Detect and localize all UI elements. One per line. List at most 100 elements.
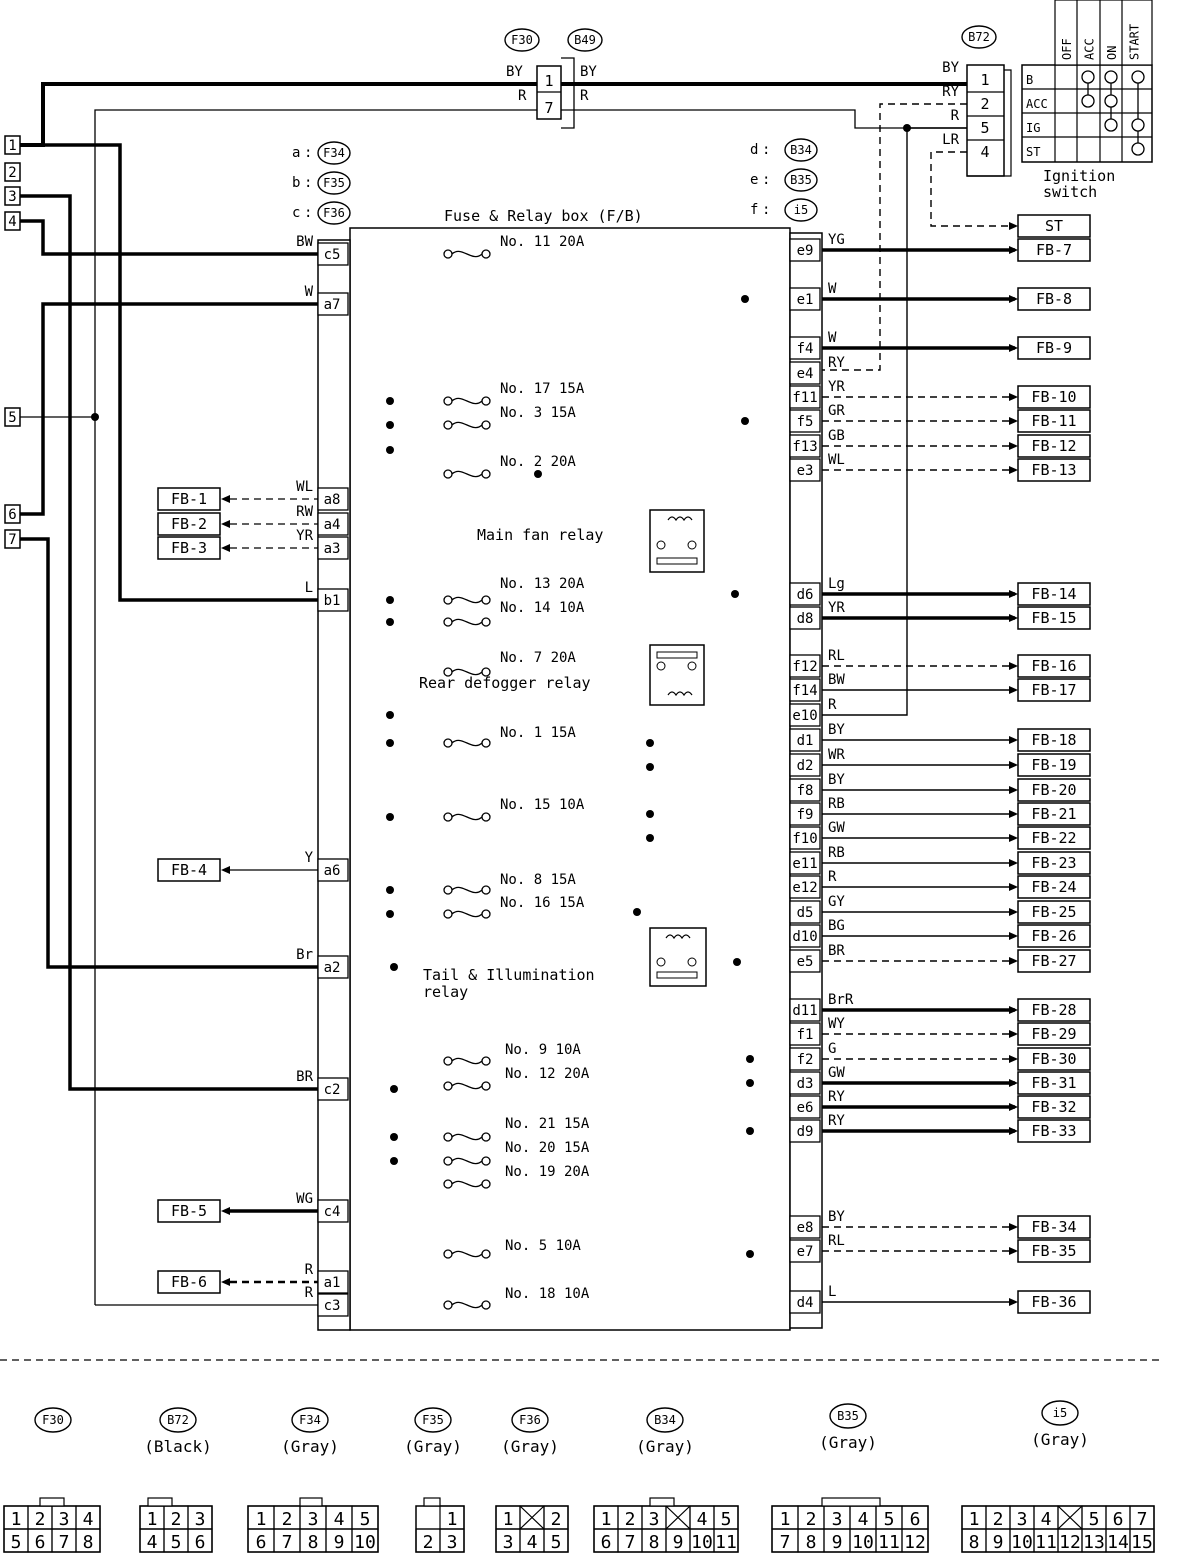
- left-output-text: FB-4: [171, 861, 207, 879]
- left-pin: a8: [324, 492, 341, 508]
- pin-number: 2: [551, 1509, 562, 1530]
- fuse-element: [451, 596, 483, 604]
- right-output-text: FB-7: [1036, 241, 1072, 259]
- pin-cell: [789, 900, 821, 924]
- fuse-label: No. 5 10A: [505, 1238, 581, 1254]
- fuse-label: No. 1 15A: [500, 725, 576, 741]
- fuse-element: [451, 421, 483, 429]
- right-output-text: FB-26: [1031, 927, 1076, 945]
- right-pin: d11: [792, 1003, 817, 1019]
- fuse-element: [451, 1133, 483, 1141]
- conn-key: d: [750, 142, 758, 158]
- left-pin: c2: [324, 1082, 341, 1098]
- right-wire: RL: [828, 648, 845, 664]
- right-output-text: FB-16: [1031, 657, 1076, 675]
- b72-bubble-text: B72: [968, 30, 990, 44]
- arrow: [221, 544, 230, 552]
- left-terminal-7-text: 7: [8, 532, 16, 548]
- pin-cell: [789, 678, 821, 702]
- left-terminal-2: [4, 162, 21, 182]
- relay-contact: [656, 957, 666, 967]
- pin-number: 4: [1041, 1509, 1052, 1530]
- pin-cell: [317, 1293, 349, 1317]
- right-pin: f2: [797, 1052, 814, 1068]
- pin-number: 8: [806, 1532, 817, 1553]
- pin-number: 11: [715, 1532, 737, 1553]
- left-output: [157, 487, 221, 511]
- fuse-terminal: [481, 909, 491, 919]
- fuse-terminal: [481, 812, 491, 822]
- left-output-text: FB-1: [171, 490, 207, 508]
- right-wire: WL: [828, 452, 845, 468]
- pin-cell: [317, 292, 349, 316]
- pin-number: 5: [721, 1509, 732, 1530]
- right-wire: Lg: [828, 576, 845, 592]
- pin-cell: [789, 582, 821, 606]
- right-output-text: FB-15: [1031, 609, 1076, 627]
- b72-connector: [966, 64, 1005, 177]
- pin-number: 14: [1107, 1532, 1129, 1553]
- junction-dot: [390, 1157, 398, 1165]
- left-terminal-4-text: 4: [8, 214, 16, 230]
- right-output-text: FB-21: [1031, 805, 1076, 823]
- fuse-terminal: [443, 1156, 453, 1166]
- pin-cell: [543, 1528, 569, 1553]
- pin-cell: [317, 512, 349, 536]
- fuse-element: [451, 1057, 483, 1065]
- pin-cell: [789, 1022, 821, 1046]
- junction-dot: [534, 470, 542, 478]
- relay-bar: [656, 971, 698, 979]
- right-wire: L: [828, 1284, 836, 1300]
- right-wire: G: [828, 1041, 836, 1057]
- junction-dot: [746, 1055, 754, 1063]
- arrow: [1009, 736, 1018, 744]
- pin-number: 1: [11, 1509, 22, 1530]
- junction-dot: [390, 1133, 398, 1141]
- left-output: [157, 1270, 221, 1294]
- right-output-text: FB-36: [1031, 1293, 1076, 1311]
- conn-bubble: [317, 141, 351, 165]
- right-pin: e8: [797, 1220, 814, 1236]
- pin-number: 13: [1083, 1532, 1105, 1553]
- left-terminal-6-text: 6: [8, 507, 16, 523]
- left-terminal-2-text: 2: [8, 165, 16, 181]
- left-output-text: FB-3: [171, 539, 207, 557]
- right-pin: f8: [797, 783, 814, 799]
- pin-number: 5: [884, 1509, 895, 1530]
- f30-bubble-text: F30: [511, 33, 533, 47]
- arrow: [1009, 883, 1018, 891]
- fuse-label: No. 8 15A: [500, 872, 576, 888]
- pin-number: 4: [858, 1509, 869, 1530]
- ign-terminal: ACC: [1026, 97, 1048, 111]
- pin-number: 6: [601, 1532, 612, 1553]
- pin-number: 1: [601, 1509, 612, 1530]
- pin-cell: [713, 1528, 739, 1553]
- pin-cell: [901, 1528, 929, 1553]
- left-wire: WL: [296, 479, 313, 495]
- arrow: [1009, 932, 1018, 940]
- arrow: [1009, 1006, 1018, 1014]
- ign-wire: LR: [942, 132, 959, 148]
- arrow: [1009, 810, 1018, 818]
- connector-notch: [147, 1497, 173, 1507]
- rear-defogger-label: Rear defogger relay: [419, 674, 591, 692]
- fuse-terminal: [481, 595, 491, 605]
- left-pin: a1: [324, 1275, 341, 1291]
- fuse-label: No. 11 20A: [500, 234, 585, 250]
- wire-r-7: [94, 109, 537, 1305]
- conn-bubble-text: F34: [323, 146, 345, 160]
- fuse-element: [451, 397, 483, 405]
- pin-number: 1: [780, 1509, 791, 1530]
- conn-key: b: [292, 175, 300, 191]
- relay-contact: [656, 661, 666, 671]
- fuse-terminal: [443, 469, 453, 479]
- right-pin: f4: [797, 341, 814, 357]
- fuse-terminal: [481, 1249, 491, 1259]
- right-pin: f13: [792, 439, 817, 455]
- pin-number: 8: [969, 1532, 980, 1553]
- left-terminal-5-text: 5: [8, 410, 16, 426]
- legend-color: (Gray): [501, 1437, 559, 1456]
- right-pin: d6: [797, 587, 814, 603]
- left-output-text: FB-2: [171, 515, 207, 533]
- right-wire: RB: [828, 796, 845, 812]
